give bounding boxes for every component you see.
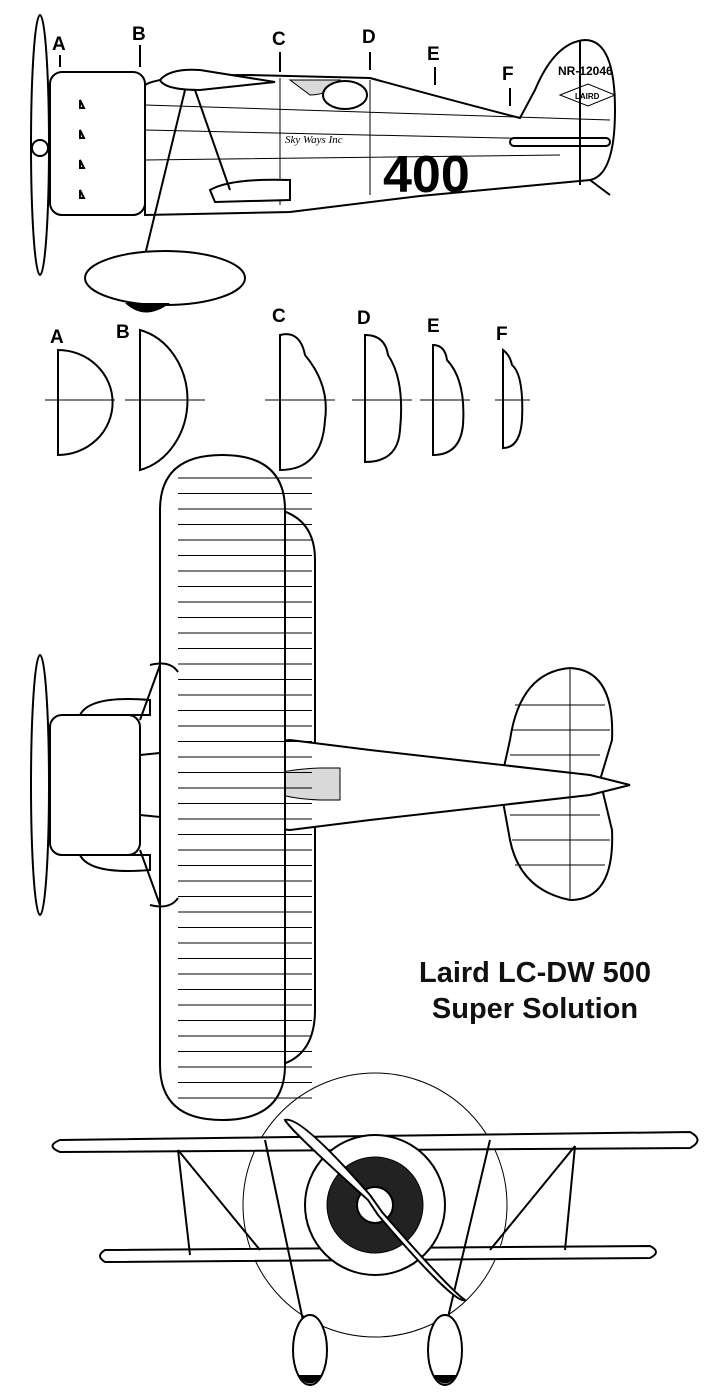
section-label-b: B [116, 322, 130, 343]
section-label-c: C [272, 306, 286, 327]
propeller-top [30, 654, 50, 916]
engine-cowling [49, 71, 146, 216]
section-label-e: E [427, 316, 440, 337]
front-view [51, 1072, 699, 1386]
propeller-disc [242, 1072, 508, 1338]
lower-wing-side [208, 178, 291, 204]
owner-script: Sky Ways Inc [285, 134, 343, 146]
station-label-b: B [132, 24, 146, 45]
section-label-f: F [496, 324, 508, 345]
station-label-c: C [272, 29, 286, 50]
top-view [30, 453, 631, 1122]
title-line-1: Laird LC-DW 500 [418, 957, 652, 989]
station-label-a: A [52, 34, 66, 55]
tail-logo: LAIRD [575, 92, 600, 101]
station-label-e: E [427, 44, 440, 65]
cross-sections: A B C D E F [45, 306, 530, 472]
upper-wing-side [158, 68, 276, 92]
wheel-pant-side [84, 250, 246, 306]
engine-cowling-top [49, 714, 141, 856]
race-number: 400 [383, 146, 470, 204]
registration-marking: NR-12046 [558, 64, 613, 78]
drawing-title: Laird LC-DW 500 Super Solution [385, 955, 685, 1027]
left-wheel-pant-front [292, 1314, 328, 1386]
section-label-d: D [357, 308, 371, 329]
propeller-front [283, 1118, 467, 1302]
station-label-f: F [502, 64, 514, 85]
side-view: NR-12046 LAIRD Sky Ways Inc 400 A B C D … [30, 14, 617, 313]
title-line-2: Super Solution [431, 993, 639, 1025]
station-label-d: D [362, 27, 376, 48]
section-label-a: A [50, 327, 64, 348]
right-wheel-pant-front [427, 1314, 463, 1386]
